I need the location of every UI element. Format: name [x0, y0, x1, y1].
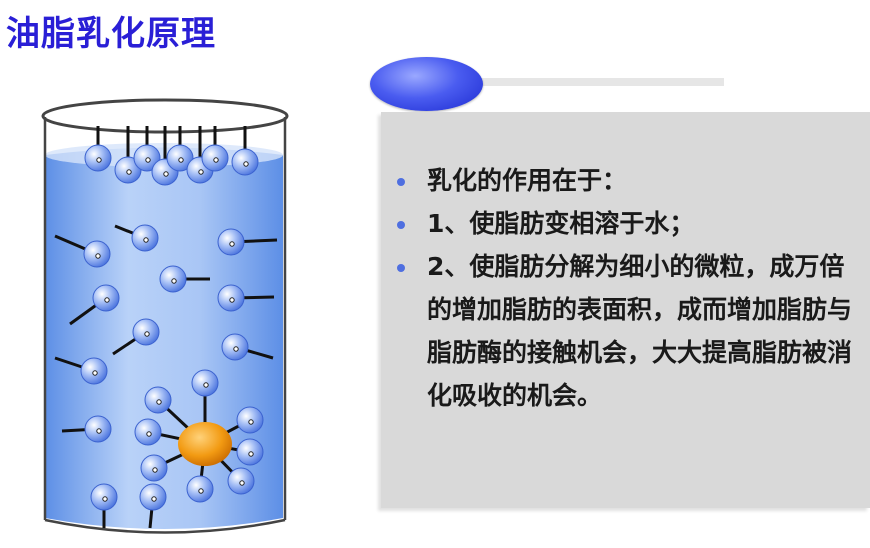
- bullet-icon: [397, 178, 405, 186]
- bullet-list: 乳化的作用在于： 1、使脂肪变相溶于水； 2、使脂肪分解为细小的微粒，成万倍的增…: [397, 159, 859, 417]
- text-panel: 乳化的作用在于： 1、使脂肪变相溶于水； 2、使脂肪分解为细小的微粒，成万倍的增…: [381, 112, 870, 508]
- decorative-oval: [370, 57, 483, 111]
- list-item: 乳化的作用在于：: [397, 159, 859, 202]
- bullet-icon: [397, 264, 405, 272]
- decorative-bar: [470, 78, 724, 86]
- list-item: 1、使脂肪变相溶于水；: [397, 202, 859, 245]
- list-item: 2、使脂肪分解为细小的微粒，成万倍的增加脂肪的表面积，成而增加脂肪与脂肪酶的接触…: [397, 245, 859, 417]
- bullet-text: 1、使脂肪变相溶于水；: [427, 209, 695, 238]
- bullet-text: 2、使脂肪分解为细小的微粒，成万倍的增加脂肪的表面积，成而增加脂肪与脂肪酶的接触…: [427, 252, 853, 410]
- bullet-text: 乳化的作用在于：: [427, 166, 628, 195]
- page-title: 油脂乳化原理: [6, 14, 216, 54]
- bullet-icon: [397, 221, 405, 229]
- beaker-illustration: [41, 98, 289, 534]
- fat-droplet: [178, 422, 232, 466]
